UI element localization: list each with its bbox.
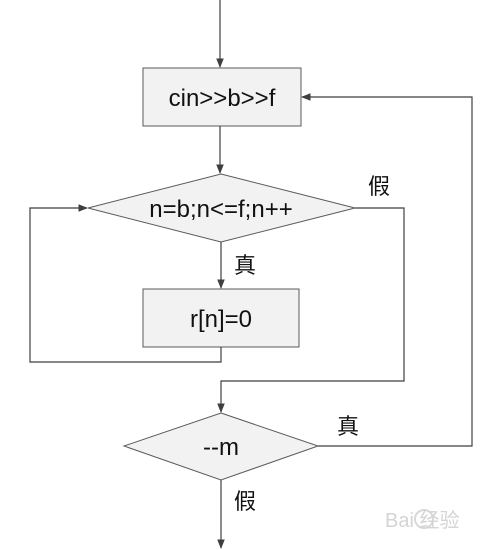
decrement-true-label: 真 xyxy=(337,415,359,440)
decrement-condition-text: --m xyxy=(203,434,239,461)
decrement-condition-diamond: --m xyxy=(122,412,320,481)
loop-exit-arrow xyxy=(217,207,405,413)
decrement-false-label: 假 xyxy=(234,490,256,515)
loop-condition-text: n=b;n<=f;n++ xyxy=(149,196,292,223)
assign-box-text: r[n]=0 xyxy=(190,306,252,333)
input-process-box: cin>>b>>f xyxy=(142,67,302,127)
watermark-text: Bai 经验 xyxy=(385,509,459,532)
loop-true-label: 真 xyxy=(234,254,256,279)
baidu-watermark: Bai 经验 xyxy=(385,509,459,532)
loop-back-arrow xyxy=(29,204,222,363)
loop-condition-diamond: n=b;n<=f;n++ xyxy=(87,173,356,243)
input-box-text: cin>>b>>f xyxy=(169,85,276,112)
decrement-true-arrow xyxy=(301,93,473,447)
assign-process-box: r[n]=0 xyxy=(142,288,300,348)
loop-false-label: 假 xyxy=(368,175,390,200)
